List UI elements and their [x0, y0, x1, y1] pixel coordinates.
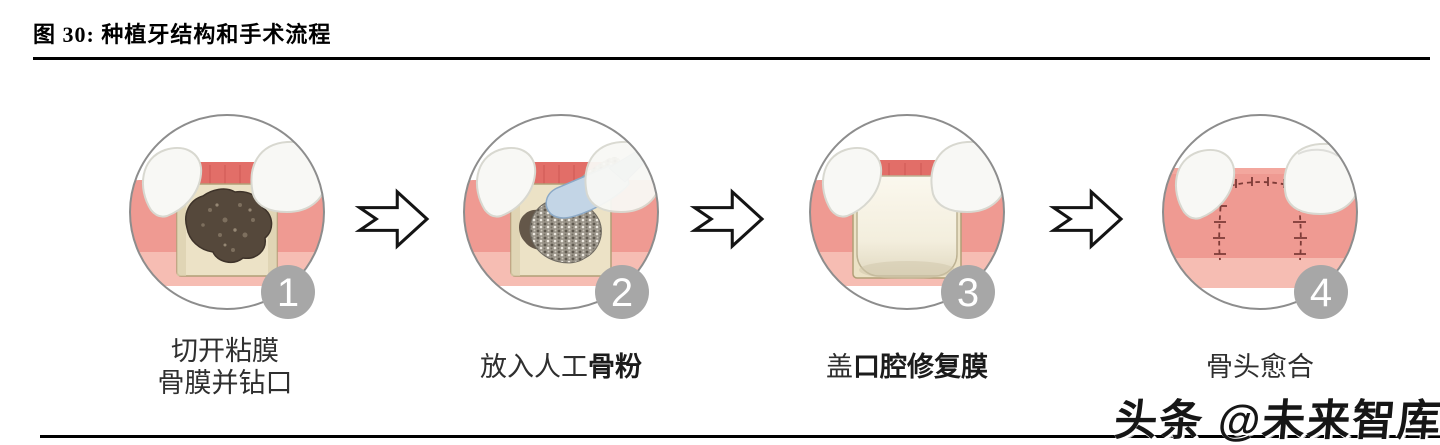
tooth-right-groove [1297, 148, 1339, 157]
caption-line: 切开粘膜 [171, 336, 279, 366]
defect-texture [201, 203, 255, 252]
step-badge: 2 [595, 265, 649, 319]
panel-ring [1162, 114, 1358, 310]
step-1-illustration: 1 [129, 114, 325, 319]
bone-defect [185, 188, 273, 264]
watermark: 头条 @未来智库 [1112, 397, 1440, 445]
svg-text:1: 1 [277, 271, 299, 315]
defect-texture-light [215, 203, 252, 247]
step-3-caption: 盖口腔修复膜 [757, 334, 1057, 400]
spatula-handle-prong2 [645, 146, 658, 164]
bone-shade-right [268, 184, 277, 276]
caption-line: 骨膜并钻口 [157, 368, 293, 398]
tooth-right [1283, 142, 1357, 216]
panel-ring [809, 114, 1005, 310]
bone-shade-left [177, 184, 186, 276]
spatula-handle-prong1 [641, 128, 658, 154]
membrane-shadow [859, 261, 955, 279]
step-2-caption: 放入人工骨粉 [411, 334, 711, 400]
figure-title: 图 30: 种植牙结构和手术流程 [33, 22, 332, 47]
caption-line: 放入人工骨粉 [480, 352, 642, 382]
step-3-illustration: 3 [809, 114, 1005, 319]
arrow-right-icon [1048, 188, 1124, 250]
bone-shade-left [511, 184, 520, 276]
svg-text:4: 4 [1310, 271, 1332, 315]
svg-text:2: 2 [611, 271, 633, 315]
tooth-left [821, 147, 883, 218]
bottom-divider [40, 435, 1440, 438]
tooth-left [1174, 149, 1236, 220]
panel-ring [129, 114, 325, 310]
step-4-caption: 骨头愈合 [1110, 334, 1410, 400]
title-divider [33, 57, 1430, 60]
caption-line: 盖口腔修复膜 [826, 352, 988, 382]
step-1-caption: 切开粘膜 骨膜并钻口 [75, 334, 375, 400]
arrow-right-icon [689, 188, 765, 250]
step-badge: 4 [1294, 265, 1348, 319]
step-badge: 1 [261, 265, 315, 319]
step-badge: 3 [941, 265, 995, 319]
step-4-illustration: 4 [1162, 114, 1358, 319]
tooth-left [141, 147, 203, 218]
step-2-illustration: 2 [463, 114, 659, 319]
tooth-left [475, 147, 537, 218]
tooth-right [930, 140, 1004, 214]
svg-text:3: 3 [957, 271, 979, 315]
caption-line: 骨头愈合 [1206, 352, 1314, 382]
tooth-right [584, 140, 658, 214]
arrow-right-icon [354, 188, 430, 250]
tooth-right [250, 140, 324, 214]
panel-ring [463, 114, 659, 310]
